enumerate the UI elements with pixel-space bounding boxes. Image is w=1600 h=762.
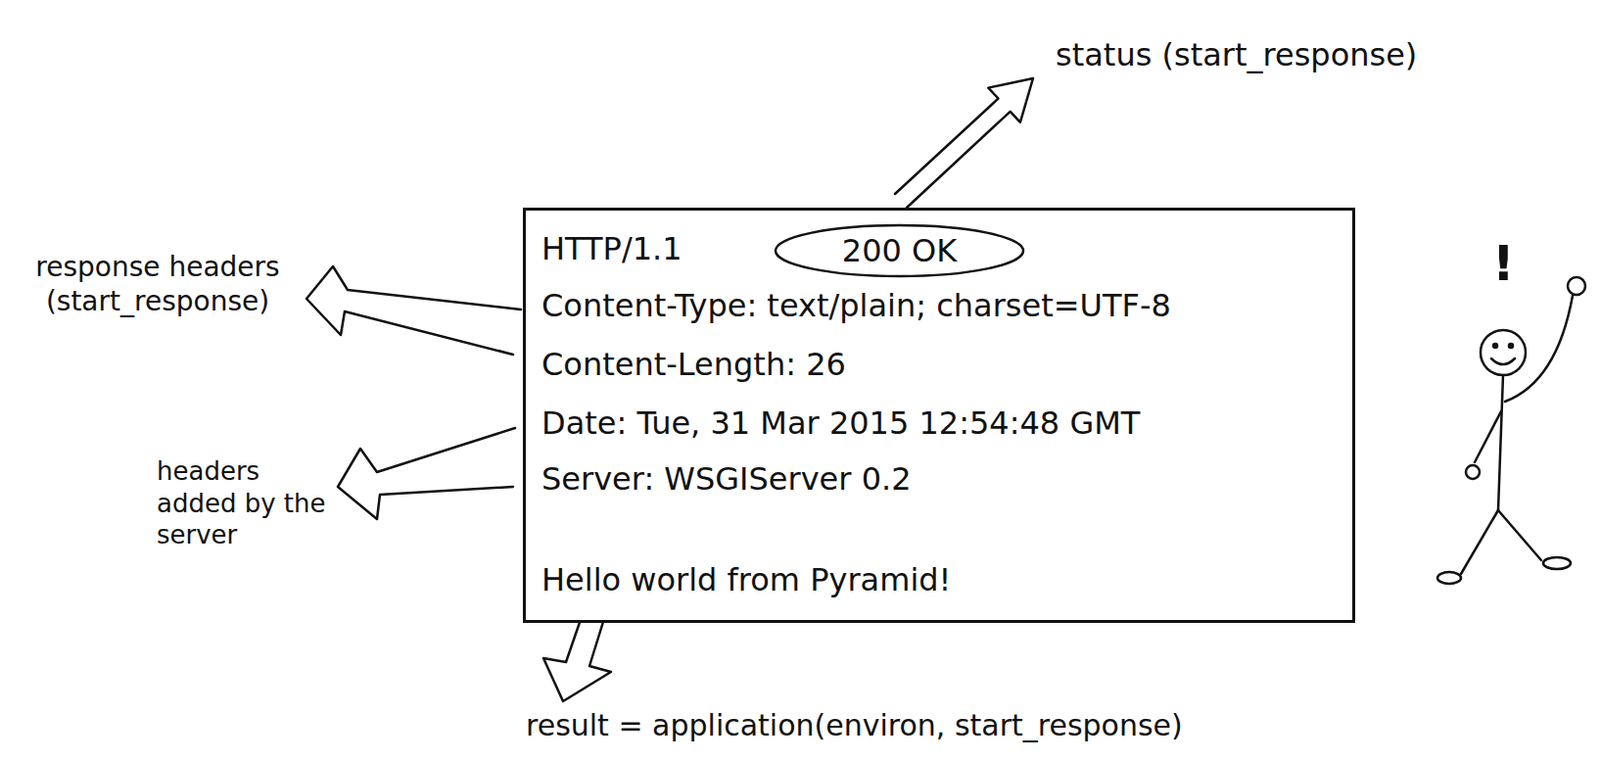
header-line: Date: Tue, 31 Mar 2015 12:54:48 GMT [541,404,1140,442]
callout-label: response headers (start_response) [29,249,286,319]
header-line: Content-Length: 26 [541,345,847,383]
callout-label: result = application(environ, start_resp… [525,706,1466,745]
callout-label: status (start_response) [1055,35,1565,75]
exclamation-mark: ! [1492,233,1532,295]
header-line: Server: WSGIServer 0.2 [541,460,912,498]
http-response-box: HTTP/1.1Content-Type: text/plain; charse… [522,207,1356,623]
status-line: HTTP/1.1 [541,230,683,268]
status-ellipse: 200 OK [775,225,1024,277]
header-line: Content-Type: text/plain; charset=UTF-8 [541,286,1172,325]
callout-arrow [894,78,1034,208]
ellipse-outline [775,225,1024,277]
stick-figure [1437,277,1586,584]
callout-label: headers added by the server [156,455,338,552]
status-text: 200 OK [842,232,957,270]
response-body: Hello world from Pyramid! [541,561,951,599]
callout-arrow [306,266,521,355]
callout-arrow [337,427,516,519]
